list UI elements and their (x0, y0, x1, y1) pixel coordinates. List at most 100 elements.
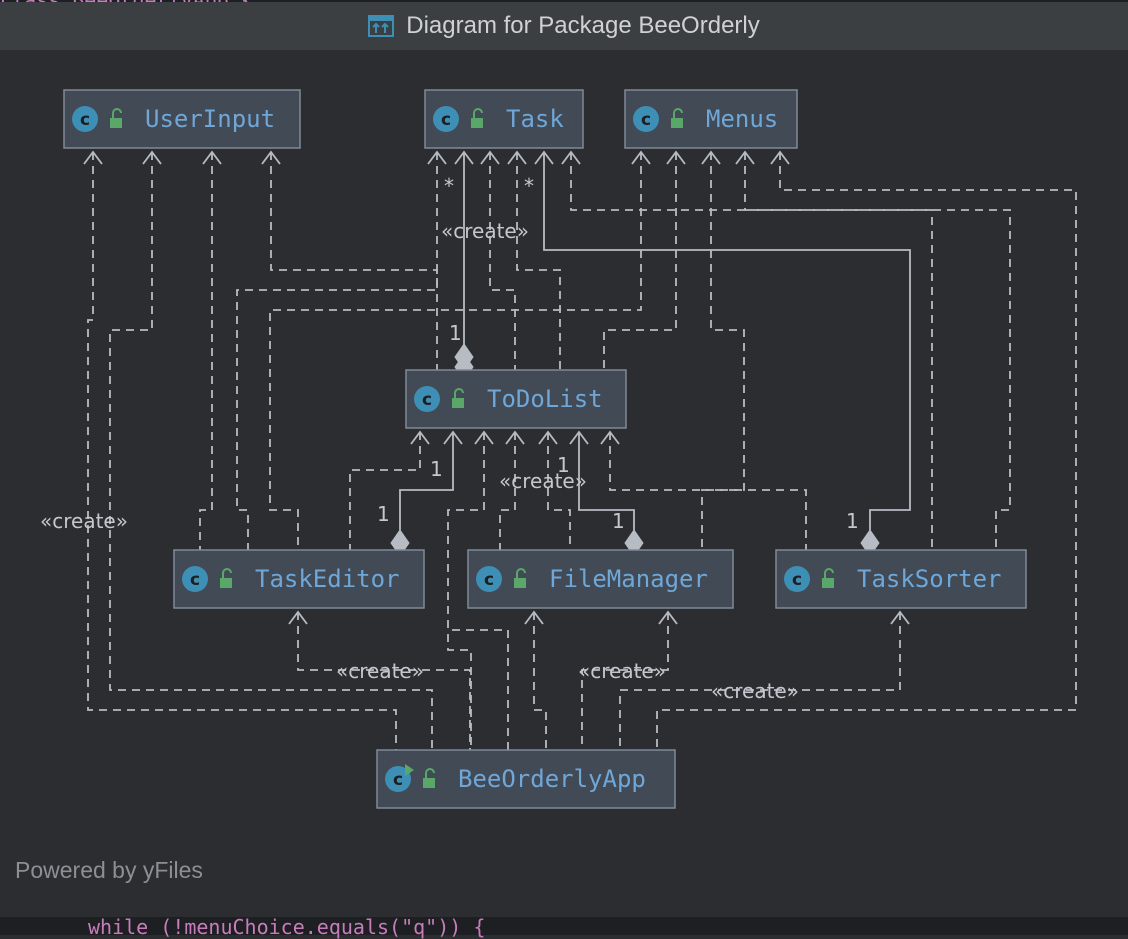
class-name: BeeOrderlyApp (458, 765, 646, 793)
class-icon: c (784, 566, 810, 592)
dependency-edge (109, 152, 433, 750)
edge-layer (83, 150, 1077, 750)
association-arrowhead (534, 150, 554, 165)
dependency-edge (701, 152, 745, 550)
popup-titlebar[interactable]: Diagram for Package BeeOrderly (0, 2, 1128, 50)
powered-by-label: Powered by yFiles (15, 857, 203, 883)
dependency-edge (87, 152, 397, 750)
multiplicity-label: * (524, 174, 534, 198)
create-stereotype-label: «create» (441, 219, 529, 243)
lock-icon (471, 108, 483, 128)
multiplicity-label: 1 (449, 321, 462, 345)
dependency-arrowhead (288, 610, 308, 625)
multiplicity-label: 1 (557, 453, 570, 477)
dependency-arrowhead (83, 150, 103, 165)
dependency-edge (581, 612, 669, 750)
svg-text:c: c (422, 390, 432, 410)
dependency-edge (619, 612, 901, 750)
class-icon: c (72, 106, 98, 132)
dependency-edge (516, 152, 561, 370)
dependency-edge (448, 629, 509, 750)
dependency-edge (269, 152, 642, 550)
dependency-arrowhead (427, 150, 447, 165)
dependency-arrowhead (480, 150, 500, 165)
multiplicity-label: 1 (377, 502, 390, 526)
svg-text:c: c (792, 570, 802, 590)
class-node-beeorderlyapp[interactable]: c BeeOrderlyApp (376, 749, 676, 809)
class-name: TaskSorter (857, 565, 1002, 593)
svg-text:c: c (190, 570, 200, 590)
popup-title: Diagram for Package BeeOrderly (406, 12, 760, 39)
dependency-arrowhead (142, 150, 162, 165)
dependency-edge (236, 152, 438, 550)
svg-text:c: c (393, 770, 403, 790)
class-icon: c (633, 106, 659, 132)
class-node-todolist[interactable]: c ToDoList (405, 369, 627, 429)
dependency-arrowhead (770, 150, 790, 165)
class-name: Task (506, 105, 564, 133)
dependency-edge (489, 152, 516, 370)
association-arrowhead (454, 150, 474, 165)
dependency-arrowhead (474, 430, 494, 445)
dependency-edge (609, 432, 807, 550)
dependency-arrowhead (658, 610, 678, 625)
multiplicity-label: * (444, 174, 454, 198)
dependency-edge (547, 432, 571, 550)
class-name: ToDoList (487, 385, 603, 413)
dependency-arrowhead (701, 150, 721, 165)
dependency-arrowhead (538, 430, 558, 445)
multiplicity-label: 1 (846, 509, 859, 533)
code-line-bottom: while (!menuChoice.equals("q")) { (88, 915, 486, 939)
dependency-edge (656, 152, 1077, 750)
uml-diagram-icon (368, 15, 395, 37)
class-node-taskeditor[interactable]: c TaskEditor (173, 549, 425, 609)
dependency-arrowhead (524, 610, 544, 625)
run-icon (405, 764, 414, 776)
composition-edge (578, 432, 635, 530)
dependency-arrowhead (561, 150, 581, 165)
class-node-menus[interactable]: c Menus (624, 89, 798, 149)
dependency-edge (199, 152, 213, 550)
dependency-edge (744, 152, 933, 550)
class-name: TaskEditor (255, 565, 400, 593)
dependency-edge (570, 152, 1011, 550)
svg-text:c: c (441, 110, 451, 130)
lock-icon (514, 568, 526, 588)
lock-icon (452, 388, 464, 408)
class-icon: c (182, 566, 208, 592)
composition-edge (399, 432, 454, 530)
class-node-task[interactable]: c Task (424, 89, 584, 149)
dependency-arrowhead (600, 430, 620, 445)
association-arrowhead (569, 430, 589, 445)
create-stereotype-label: «create» (499, 469, 587, 493)
svg-text:c: c (80, 110, 90, 130)
dependency-arrowhead (890, 610, 910, 625)
dependency-arrowhead (410, 430, 430, 445)
dependency-edge (603, 152, 677, 370)
class-node-tasksorter[interactable]: c TaskSorter (775, 549, 1027, 609)
multiplicity-label: 1 (612, 509, 625, 533)
class-icon: c (414, 386, 440, 412)
create-stereotype-label: «create» (578, 659, 666, 683)
lock-icon (822, 568, 834, 588)
lock-icon (671, 108, 683, 128)
lock-icon (423, 768, 435, 788)
class-icon: c (476, 566, 502, 592)
dependency-edge (270, 152, 438, 370)
dependency-edge (447, 432, 485, 750)
label-layer: «create»«create»«create»«create»«create»… (40, 174, 859, 703)
class-name: Menus (706, 105, 778, 133)
association-arrowhead (443, 430, 463, 445)
svg-text:c: c (484, 570, 494, 590)
dependency-edge (297, 612, 471, 750)
dependency-arrowhead (505, 430, 525, 445)
dependency-edge (349, 432, 421, 550)
dependency-arrowhead (735, 150, 755, 165)
dependency-arrowhead (666, 150, 686, 165)
lock-icon (110, 108, 122, 128)
